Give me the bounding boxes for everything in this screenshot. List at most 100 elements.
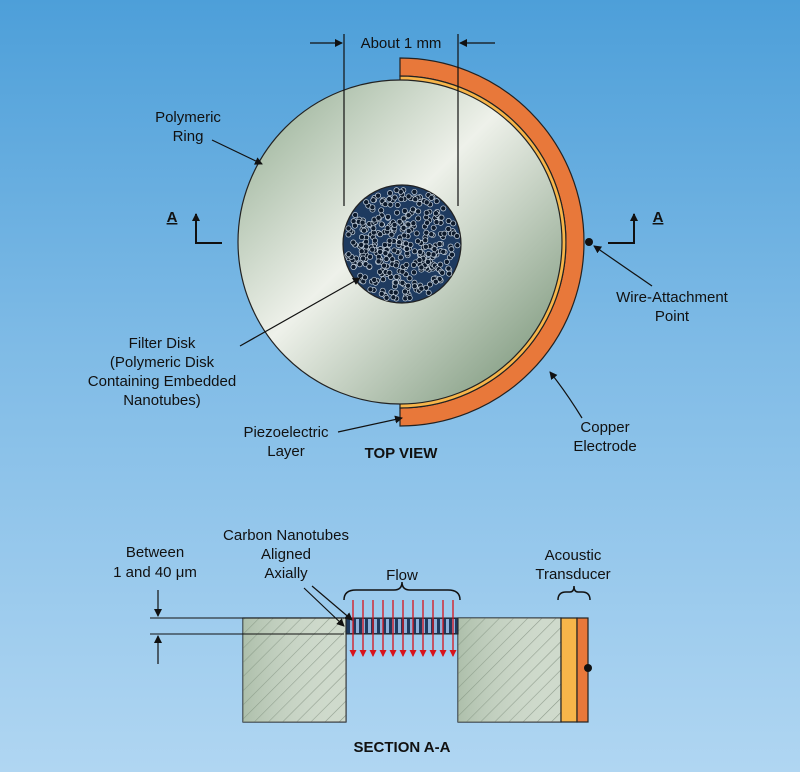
- nanotube-dot: [360, 255, 367, 262]
- nanotube-dot: [393, 187, 400, 194]
- polymeric-ring-label-2: Ring: [173, 128, 204, 145]
- nanotube-dot: [448, 246, 455, 253]
- nanotube-dot: [445, 226, 452, 232]
- nanotube-dot: [427, 281, 433, 288]
- transducer-label-2: Transducer: [535, 566, 610, 583]
- nanotube-dot: [410, 220, 417, 227]
- nanotube-dot: [378, 221, 385, 228]
- nanotube-dot: [363, 243, 370, 250]
- nanotube-dot: [394, 202, 401, 208]
- nanotube-dot: [445, 265, 452, 272]
- nanotube-dot: [393, 262, 400, 269]
- nanotube-dot: [345, 251, 352, 258]
- flow-label: Flow: [386, 567, 418, 584]
- nanotube-dot: [415, 215, 422, 222]
- nanotube-dot: [361, 227, 368, 234]
- nanotube-dot: [369, 246, 376, 253]
- nanotube-dot: [428, 194, 435, 201]
- membrane-tube: [410, 619, 413, 633]
- nanotube-dot: [350, 239, 357, 246]
- membrane-tube: [386, 619, 389, 633]
- between-label-2: 1 and 40 μm: [113, 564, 197, 581]
- membrane-tube: [398, 619, 401, 633]
- nanotube-dot: [445, 218, 452, 224]
- nanotube-dot: [422, 243, 429, 250]
- nanotube-dot: [415, 208, 422, 215]
- membrane-tube: [434, 619, 437, 633]
- nanotube-dot: [363, 199, 370, 206]
- nanotube-dot: [391, 221, 398, 228]
- nanotube-dot: [400, 215, 407, 222]
- nanotube-dot: [383, 256, 390, 262]
- nanotube-dot: [405, 228, 412, 234]
- nanotube-dot: [345, 231, 352, 238]
- nanotube-dot: [446, 270, 453, 277]
- between-label-1: Between: [126, 544, 184, 561]
- nanotube-dot: [454, 242, 461, 249]
- nanotube-dot: [359, 219, 366, 226]
- nanotube-dot: [358, 234, 365, 241]
- nanotube-dot: [382, 250, 389, 257]
- membrane-tube: [428, 619, 431, 633]
- nanotube-dot: [440, 248, 447, 255]
- nanotube-dot: [390, 294, 397, 301]
- nanotube-dot: [400, 224, 407, 231]
- nanotube-dot: [358, 241, 365, 248]
- nanotube-dot: [399, 279, 406, 286]
- nanotube-dot: [405, 282, 412, 289]
- nanotube-dot: [386, 196, 393, 203]
- nanotube-dot: [423, 229, 430, 236]
- flow-brace: [343, 581, 461, 601]
- nanotube-dot: [424, 219, 431, 226]
- nanotube-dot: [441, 230, 448, 237]
- nanotube-dot: [376, 268, 383, 275]
- nanotube-dot: [397, 254, 404, 261]
- nanotube-dot: [414, 238, 421, 245]
- transducer-label-1: Acoustic: [545, 547, 602, 564]
- nanotube-dot: [438, 214, 445, 221]
- membrane-tube: [356, 619, 359, 633]
- nanotube-dot: [425, 289, 432, 296]
- nanotube-dot: [398, 196, 405, 203]
- nanotube-dot: [423, 209, 430, 216]
- nanotube-dot: [411, 188, 418, 195]
- nanotube-dot: [370, 225, 377, 232]
- nanotube-dot: [406, 275, 413, 282]
- nanotube-dot: [356, 261, 363, 268]
- copper-label-1: Copper: [580, 419, 629, 436]
- filter-disk-label-4: Nanotubes): [123, 392, 201, 409]
- nanotube-dot: [405, 221, 412, 228]
- membrane-tube: [350, 619, 353, 633]
- nanotube-dot: [370, 197, 377, 204]
- transducer-brace: [557, 585, 591, 601]
- svg-text:A: A: [653, 209, 664, 226]
- nanotube-dot: [403, 261, 410, 268]
- nanotube-dot: [393, 273, 400, 280]
- nanotube-dot: [411, 248, 418, 255]
- nanotube-dot: [433, 198, 440, 205]
- nanotube-dot: [396, 239, 403, 246]
- nanotube-dot: [388, 231, 395, 238]
- nanotube-dot: [416, 200, 423, 207]
- nanotube-dot: [403, 240, 409, 247]
- top-view-title: TOP VIEW: [365, 445, 439, 462]
- nanotube-dot: [386, 237, 393, 244]
- nanotube-dot: [401, 207, 408, 214]
- piezo-label-2: Layer: [267, 443, 305, 460]
- nanotube-dot: [382, 201, 389, 208]
- membrane-tube: [416, 619, 419, 633]
- nanotube-dot: [412, 196, 419, 203]
- nanotube-dot: [350, 264, 357, 270]
- nanotube-dot: [432, 210, 439, 217]
- section-wire-dot: [584, 664, 592, 672]
- nanotube-dot: [409, 206, 416, 213]
- filter-disk-nanotubes: [344, 187, 461, 302]
- nanotube-dot: [381, 241, 388, 248]
- nanotube-dot: [378, 290, 385, 297]
- nanotube-dot: [454, 233, 460, 239]
- nanotube-dot: [405, 212, 412, 219]
- nanotube-dot: [411, 269, 417, 276]
- section-marker-left: A: [167, 209, 222, 244]
